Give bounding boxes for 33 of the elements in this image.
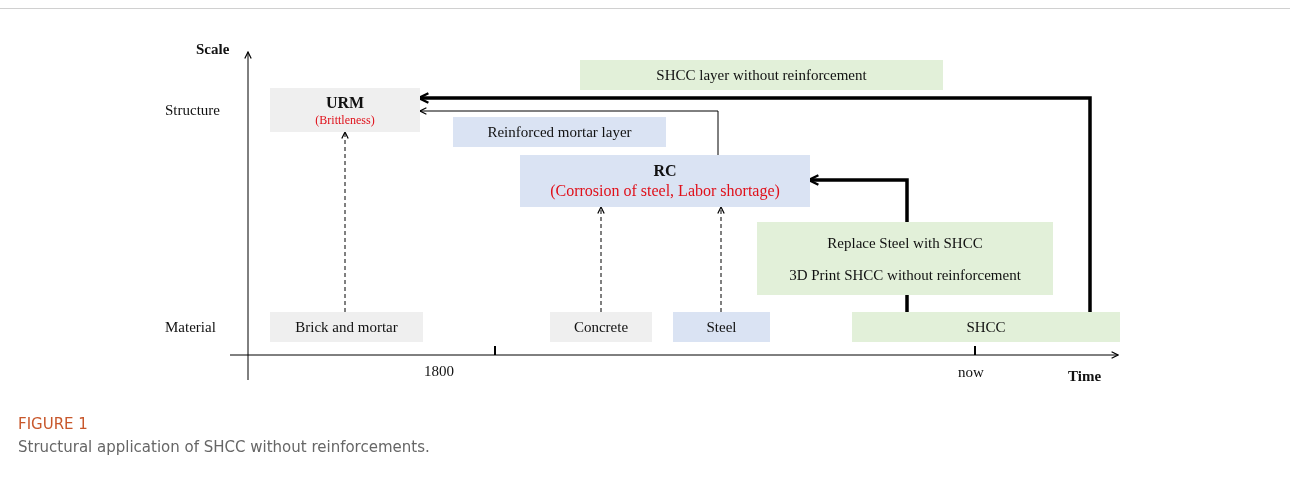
arrow bbox=[341, 131, 349, 313]
box-text: SHCC bbox=[966, 317, 1006, 337]
text-box bbox=[757, 222, 1053, 295]
text-box bbox=[453, 117, 666, 147]
arrow bbox=[717, 206, 725, 313]
box-text: Steel bbox=[706, 317, 737, 337]
box-text: (Brittleness) bbox=[315, 112, 375, 128]
box-text: SHCC layer without reinforcement bbox=[656, 65, 867, 85]
axis-label: Material bbox=[165, 318, 216, 337]
box-heading: Replace Steel with SHCC bbox=[827, 233, 983, 253]
box-text: 3D Print SHCC without reinforcement bbox=[789, 265, 1021, 285]
figure-title: FIGURE 1 bbox=[18, 414, 88, 435]
box-text: Concrete bbox=[573, 317, 629, 337]
box-heading: RC bbox=[653, 161, 677, 181]
box-text: Brick and mortar bbox=[295, 317, 398, 337]
text-box bbox=[270, 312, 423, 342]
text-box bbox=[520, 155, 810, 207]
axis-label: now bbox=[958, 363, 984, 382]
text-box bbox=[550, 312, 652, 342]
text-box bbox=[580, 60, 943, 90]
axis-label: Structure bbox=[165, 101, 220, 120]
figure-caption: Structural application of SHCC without reinforcements. bbox=[18, 437, 430, 458]
arrow bbox=[419, 107, 719, 156]
axis-label: Time bbox=[1068, 367, 1102, 386]
axis-label: 1800 bbox=[424, 362, 454, 381]
box-text: (Corrosion of steel, Labor shortage) bbox=[550, 181, 780, 201]
arrow bbox=[597, 206, 605, 313]
text-box bbox=[270, 88, 420, 132]
text-box bbox=[673, 312, 770, 342]
axis-label: Scale bbox=[196, 40, 230, 59]
box-heading: URM bbox=[325, 92, 365, 113]
box-text: Reinforced mortar layer bbox=[487, 122, 632, 142]
text-box bbox=[852, 312, 1120, 342]
